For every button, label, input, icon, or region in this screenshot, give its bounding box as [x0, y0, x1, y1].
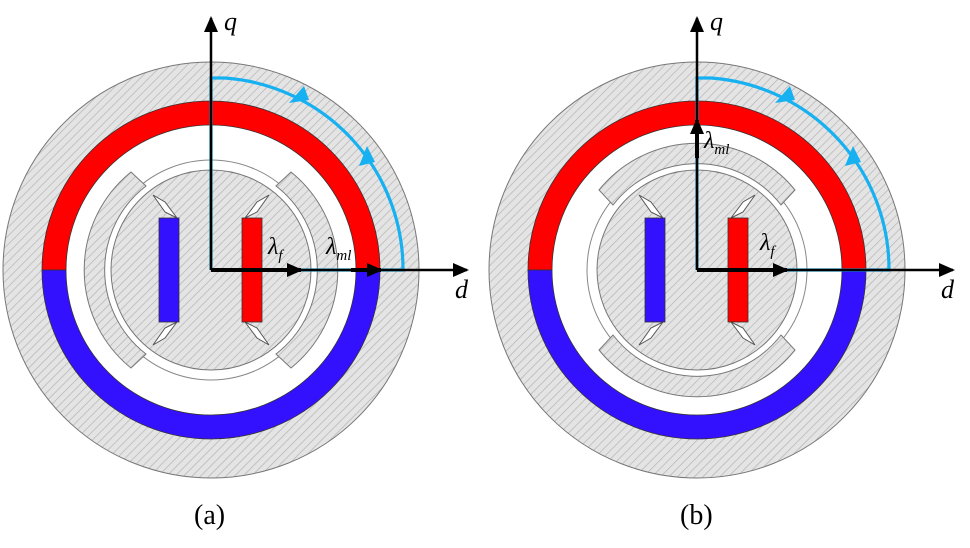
panel-b: [488, 16, 955, 479]
rotor-barrier-bottom: [598, 334, 796, 398]
rotor-barrier-right: [275, 171, 339, 369]
lambda-ml-label: λml: [325, 234, 351, 264]
flux-arrow: [775, 86, 795, 103]
flux-arrow: [845, 146, 861, 166]
panel-a-caption: (a): [194, 500, 225, 531]
rotor-barrier-top: [598, 142, 796, 206]
panel-a: [2, 16, 469, 479]
rotor-barrier-left: [83, 171, 147, 369]
d-axis-label: d: [941, 275, 955, 304]
flux-path: [209, 76, 405, 272]
lambda-ml-label: λml: [703, 128, 729, 158]
q-axis-label: q: [224, 7, 237, 36]
rotor-magnet-blue: [158, 217, 180, 323]
d-axis-label: d: [455, 275, 469, 304]
flux-path: [695, 76, 891, 272]
flux-arrow: [359, 146, 375, 166]
lambda-f-label: λf: [267, 234, 284, 264]
flux-arrow: [289, 86, 309, 103]
q-axis-label: q: [710, 7, 723, 36]
panel-b-caption: (b): [680, 500, 713, 531]
rotor-magnet-blue: [644, 217, 666, 323]
lambda-f-label: λf: [759, 230, 776, 260]
